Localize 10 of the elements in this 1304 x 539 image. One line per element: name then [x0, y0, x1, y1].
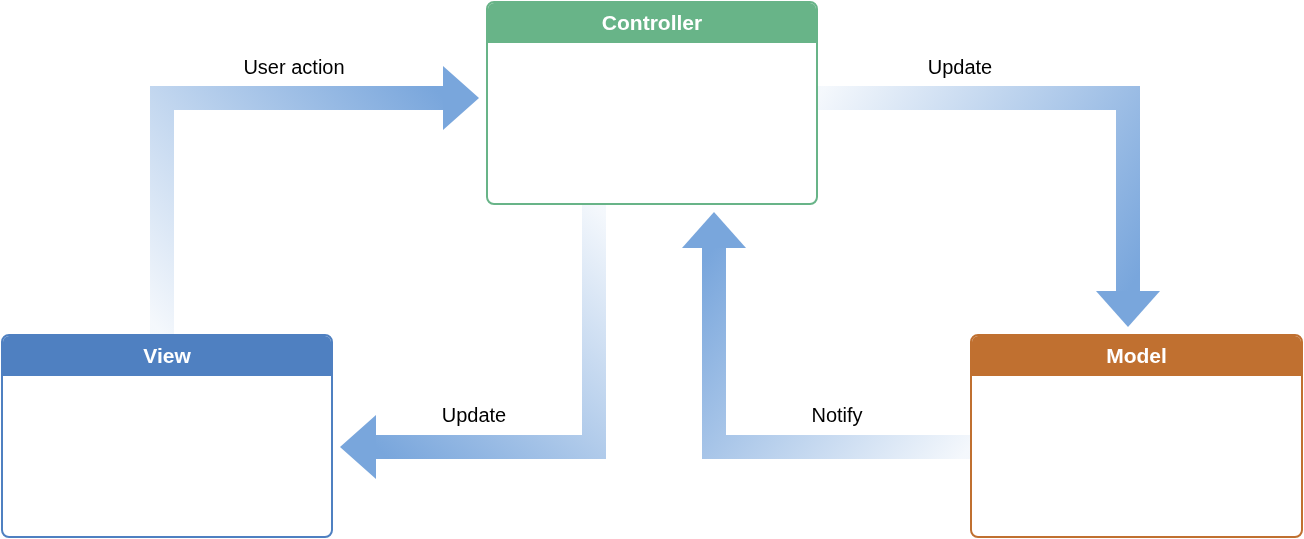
arrow [682, 212, 970, 459]
window-box [970, 334, 1303, 538]
arrow [150, 66, 479, 334]
window-box [486, 1, 818, 205]
arrow [340, 205, 606, 479]
title-bar: Controller [488, 3, 816, 43]
window-box [1, 334, 333, 538]
arrow [818, 86, 1160, 327]
title-bar: View [3, 336, 331, 376]
title-bar: Model [972, 336, 1301, 376]
